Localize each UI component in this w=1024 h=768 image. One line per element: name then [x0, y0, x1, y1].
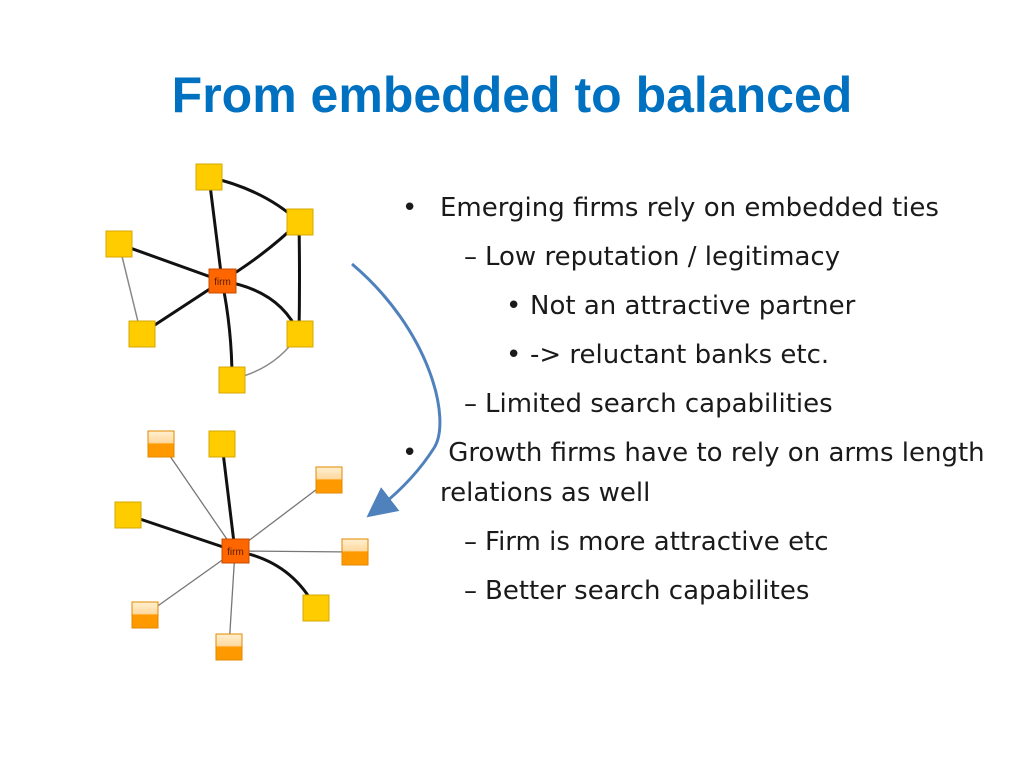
bullet-marker: –: [464, 389, 477, 419]
embedded-nodes: [105, 163, 314, 394]
tie-top: [207, 175, 224, 283]
weak-tie-upper-right: [234, 479, 330, 552]
bullet-item: – Firm is more attractive etc: [398, 522, 998, 562]
weak-tie-right: [234, 550, 356, 553]
node-square: [105, 230, 133, 258]
node-square-orange: [147, 430, 175, 458]
bullet-text: Not an attractive partner: [530, 291, 856, 321]
bullet-item: • Growth firms have to rely on arms leng…: [398, 433, 998, 513]
bullet-item: • Emerging firms rely on embedded ties: [398, 188, 998, 228]
bullet-text: Better search capabilites: [485, 576, 810, 606]
bullet-list: • Emerging firms rely on embedded ties –…: [398, 188, 998, 611]
balanced-weak-ties: [144, 442, 356, 648]
balanced-orange-nodes: [131, 430, 369, 661]
node-square-orange: [315, 466, 343, 494]
bullet-item: – Better search capabilites: [398, 571, 998, 611]
node-square: [208, 430, 236, 458]
node-square: [128, 320, 156, 348]
tie-upper-right-to-lower-right: [297, 220, 301, 336]
bullet-text: Growth firms have to rely on arms length…: [440, 438, 993, 508]
bullet-marker: •: [506, 291, 522, 321]
balanced-network: firm: [114, 430, 369, 661]
bullet-item: – Low reputation / legitimacy: [398, 237, 998, 277]
bullet-item: • -> reluctant banks etc.: [398, 335, 998, 375]
balanced-yellow-nodes: [114, 430, 330, 622]
bullet-marker: •: [506, 340, 522, 370]
tie-left: [126, 513, 237, 553]
weak-tie-bottom: [228, 550, 236, 648]
tie-left: [117, 242, 224, 283]
weak-tie-lower-left: [144, 550, 236, 616]
firm-label: firm: [214, 277, 231, 288]
firm-node: [208, 268, 237, 294]
bullet-item: – Limited search capabilities: [398, 384, 998, 424]
tie-bottom: [220, 279, 234, 381]
node-square: [286, 320, 314, 348]
balanced-strong-ties: [126, 442, 317, 609]
bullet-marker: –: [464, 242, 477, 272]
bullet-marker: –: [464, 527, 477, 557]
transition-arrow: [351, 262, 442, 518]
bullet-text: -> reluctant banks etc.: [530, 340, 830, 370]
firm-node: [221, 538, 250, 564]
node-square-orange: [215, 633, 243, 661]
bullet-item: • Not an attractive partner: [398, 286, 998, 326]
weak-ties-top: [118, 243, 300, 380]
embedded-network: firm: [105, 163, 314, 394]
weak-tie-upper-left: [160, 442, 236, 552]
bullet-marker: •: [402, 438, 418, 468]
bullet-text: Emerging firms rely on embedded ties: [440, 193, 939, 223]
bullet-marker: •: [402, 193, 418, 223]
node-square: [302, 594, 330, 622]
weak-tie-left: [118, 243, 142, 335]
bullet-text: Low reputation / legitimacy: [485, 242, 841, 272]
node-square: [195, 163, 223, 191]
tie-top: [220, 442, 237, 553]
bullet-text: Limited search capabilities: [485, 389, 833, 419]
node-square-orange: [341, 538, 369, 566]
node-square: [218, 366, 246, 394]
bullet-text: Firm is more attractive etc: [485, 527, 829, 557]
bullet-marker: –: [464, 576, 477, 606]
node-square: [286, 208, 314, 236]
node-square-orange: [131, 601, 159, 629]
node-square: [114, 501, 142, 529]
slide-title: From embedded to balanced: [171, 67, 853, 123]
firm-label: firm: [227, 547, 244, 558]
